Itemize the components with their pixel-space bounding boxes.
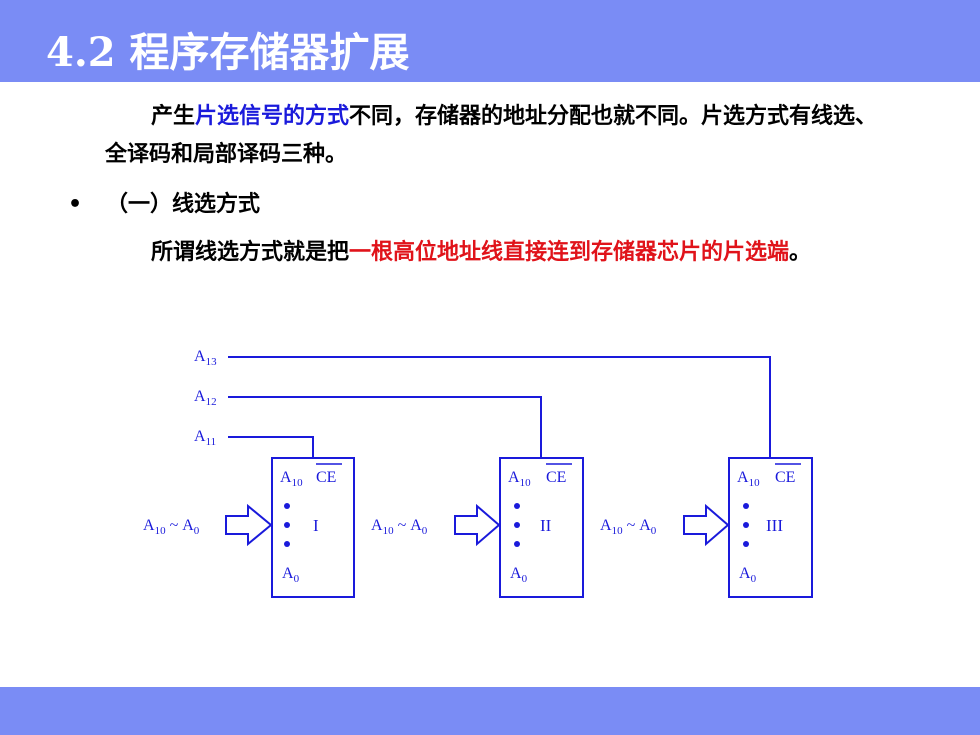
chip-3-dot [743, 522, 749, 528]
chip-2: A10 CE II A0 A10~A0 [371, 457, 584, 598]
address-labels: A13 A12 A11 [194, 348, 217, 448]
paragraph2-text-b: 。 [789, 240, 812, 265]
chip-1-bus-arrow [225, 503, 273, 547]
paragraph-line-select: 所谓线选方式就是把一根高位地址线直接连到存储器芯片的片选端。 [105, 234, 895, 272]
paragraph2-highlight: 一根高位地址线直接连到存储器芯片的片选端 [349, 240, 790, 265]
chip-1-box [271, 457, 355, 598]
chip-3-bus-label: A10~A0 [600, 517, 657, 537]
wire-a11 [228, 436, 314, 458]
chip-1-pin-a0: A0 [282, 565, 300, 585]
chip-3-pin-a0: A0 [739, 565, 757, 585]
chip-2-pin-a10: A10 [508, 469, 531, 489]
chip-1-dot [284, 541, 290, 547]
paragraph2-text-a: 所谓线选方式就是把 [151, 240, 350, 265]
chip-1: A10 CE I A0 A10~A0 [143, 457, 355, 598]
chip-3-box [728, 457, 813, 598]
chip-3-ce: CE [775, 469, 795, 486]
label-a13: A13 [194, 348, 217, 368]
chip-3-bus-arrow [683, 503, 730, 547]
chip-1-pin-a10: A10 [280, 469, 303, 489]
address-wires [228, 356, 771, 458]
bullet-text: （一）线选方式 [106, 192, 261, 217]
label-a12: A12 [194, 388, 217, 408]
paragraph1-text-b: 不同，存储器的地址分配也就不同。片选方式有线选、全译码和局部译码三种。 [105, 104, 878, 167]
wire-a13 [228, 356, 771, 458]
chip-2-dot [514, 522, 520, 528]
title-bar: 4.2 程序存储器扩展 [0, 0, 980, 82]
paragraph1-text-a: 产生 [151, 104, 196, 129]
bullet-item: • （一）线选方式 [68, 186, 260, 224]
chip-1-label: I [313, 516, 319, 535]
paragraph1-highlight: 片选信号的方式 [195, 104, 350, 129]
chip-2-ce: CE [546, 469, 566, 486]
line-select-diagram: A13 A12 A11 A10 CE I A0 A10~A0 A10 CE II… [143, 348, 813, 598]
chip-2-dot [514, 503, 520, 509]
wire-a12 [228, 396, 542, 458]
footer-bar [0, 687, 980, 735]
chip-1-ce: CE [316, 469, 336, 486]
bullet-marker: • [68, 192, 83, 217]
chip-2-box [499, 457, 584, 598]
chip-3-pin-a10: A10 [737, 469, 760, 489]
chip-3-label: III [766, 516, 783, 535]
chip-1-dot [284, 522, 290, 528]
slide-title: 4.2 程序存储器扩展 [46, 29, 410, 76]
chip-3-dot [743, 541, 749, 547]
label-a11: A11 [194, 428, 216, 448]
chip-2-bus-arrow [454, 503, 501, 547]
chip-1-dot [284, 503, 290, 509]
chip-2-bus-label: A10~A0 [371, 517, 428, 537]
chip-2-pin-a0: A0 [510, 565, 528, 585]
paragraph-chip-select: 产生片选信号的方式不同，存储器的地址分配也就不同。片选方式有线选、全译码和局部译… [105, 98, 895, 174]
chip-2-label: II [540, 516, 552, 535]
chip-3: A10 CE III A0 A10~A0 [600, 457, 813, 598]
chip-2-dot [514, 541, 520, 547]
chip-1-bus-label: A10~A0 [143, 517, 200, 537]
chip-3-dot [743, 503, 749, 509]
